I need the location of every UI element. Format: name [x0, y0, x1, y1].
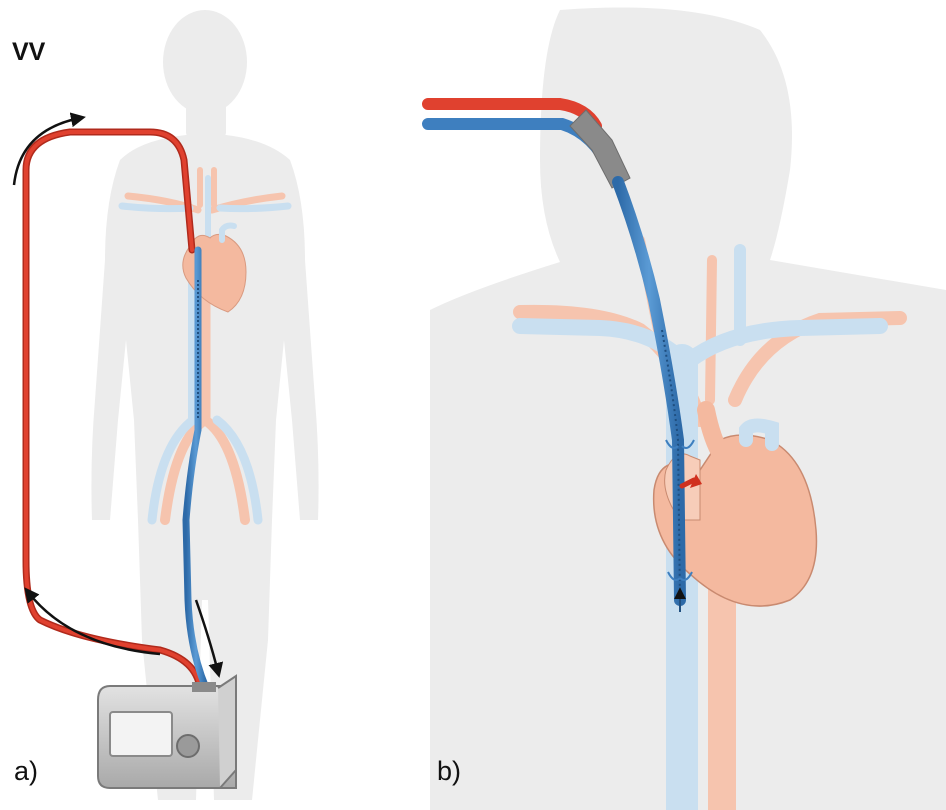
device-screen	[110, 712, 172, 756]
ecmo-device	[98, 676, 236, 788]
device-knob	[177, 735, 199, 757]
mode-label: VV	[12, 40, 45, 65]
panel-a	[14, 10, 319, 800]
panel-b-label: b)	[437, 758, 461, 785]
panel-b	[428, 8, 946, 810]
panel-a-label: a)	[14, 758, 38, 785]
